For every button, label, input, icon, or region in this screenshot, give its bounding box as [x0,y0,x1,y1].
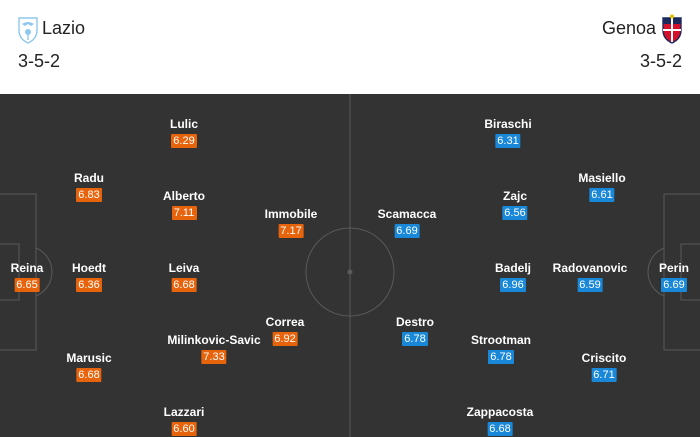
away-team-name[interactable]: Genoa [601,18,656,38]
player-rating: 7.17 [278,224,304,238]
player-name: Radu [74,171,104,185]
player-card[interactable]: Radu 6.83 [74,171,104,203]
player-rating: 6.61 [589,188,615,202]
player-card[interactable]: Masiello 6.61 [578,171,626,203]
player-rating: 6.36 [76,278,102,292]
player-rating: 6.68 [171,278,197,292]
player-name: Lazzari [163,405,205,419]
player-rating: 6.68 [76,368,102,382]
center-circle [305,227,395,317]
player-rating: 6.65 [14,278,40,292]
player-name: Criscito [581,351,627,365]
player-name: Zappacosta [466,405,534,419]
away-formation: 3-5-2 [639,51,682,71]
player-card[interactable]: Criscito 6.71 [581,351,627,383]
player-rating: 6.92 [272,332,298,346]
player-card[interactable]: Reina 6.65 [10,261,44,293]
player-card[interactable]: Marusic 6.68 [66,351,112,383]
pitch-markings [0,94,700,437]
lazio-crest-icon [18,17,38,44]
player-rating: 6.29 [171,134,197,148]
player-rating: 6.31 [495,134,521,148]
player-rating: 6.83 [76,188,102,202]
player-rating: 6.69 [394,224,420,238]
away-goal-area [680,243,700,301]
player-card[interactable]: Lulic 6.29 [170,117,198,149]
player-name: Reina [10,261,44,275]
player-card[interactable]: Destro 6.78 [396,315,434,347]
player-card[interactable]: Strootman 6.78 [471,333,531,365]
player-rating: 6.71 [591,368,617,382]
player-name: Badelj [494,261,532,275]
player-name: Correa [265,315,305,329]
player-card[interactable]: Zappacosta 6.68 [466,405,534,437]
player-rating: 6.59 [577,278,603,292]
home-formation: 3-5-2 [18,51,61,71]
player-name: Zajc [502,189,528,203]
genoa-crest-icon [662,14,682,44]
home-penalty-arc [35,247,53,297]
player-name: Destro [395,315,435,329]
home-penalty-area [0,193,37,351]
home-goal-area [0,243,20,301]
match-header: Lazio 3-5-2 Genoa 3-5-2 [0,0,700,94]
player-name: Marusic [66,351,112,365]
player-name: Leiva [168,261,200,275]
player-name: Lulic [169,117,199,131]
player-card[interactable]: Leiva 6.68 [168,261,200,293]
player-card[interactable]: Milinkovic-Savic 7.33 [167,333,261,365]
player-rating: 6.78 [488,350,514,364]
player-card[interactable]: Hoedt 6.36 [72,261,106,293]
player-name: Immobile [264,207,318,221]
player-rating: 6.56 [502,206,528,220]
player-card[interactable]: Alberto 7.11 [163,189,205,221]
player-name: Radovanovic [552,261,628,275]
player-card[interactable]: Immobile 7.17 [264,207,318,239]
player-name: Masiello [578,171,626,185]
player-rating: 6.78 [402,332,428,346]
player-card[interactable]: Biraschi 6.31 [484,117,532,149]
away-penalty-arc [647,247,665,297]
player-rating: 7.33 [201,350,227,364]
away-penalty-area [663,193,700,351]
player-card[interactable]: Correa 6.92 [265,315,305,347]
player-name: Perin [658,261,690,275]
player-card[interactable]: Badelj 6.96 [495,261,531,293]
player-card[interactable]: Scamacca 6.69 [377,207,437,239]
player-rating: 7.11 [171,206,197,220]
player-name: Strootman [471,333,531,347]
player-name: Milinkovic-Savic [167,333,261,347]
home-team-name[interactable]: Lazio [42,18,86,38]
player-card[interactable]: Lazzari 6.60 [163,405,205,437]
player-name: Scamacca [377,207,437,221]
player-rating: 6.69 [661,278,687,292]
player-name: Alberto [163,189,205,203]
player-rating: 6.68 [487,422,513,436]
player-rating: 6.60 [171,422,197,436]
player-name: Biraschi [484,117,532,131]
player-card[interactable]: Zajc 6.56 [502,189,528,221]
pitch: Reina 6.65 Radu 6.83 Hoedt 6.36 Marusic … [0,94,700,437]
player-rating: 6.96 [500,278,526,292]
center-spot [347,269,353,275]
player-card[interactable]: Perin 6.69 [659,261,689,293]
player-name: Hoedt [72,261,106,275]
player-card[interactable]: Radovanovic 6.59 [552,261,628,293]
